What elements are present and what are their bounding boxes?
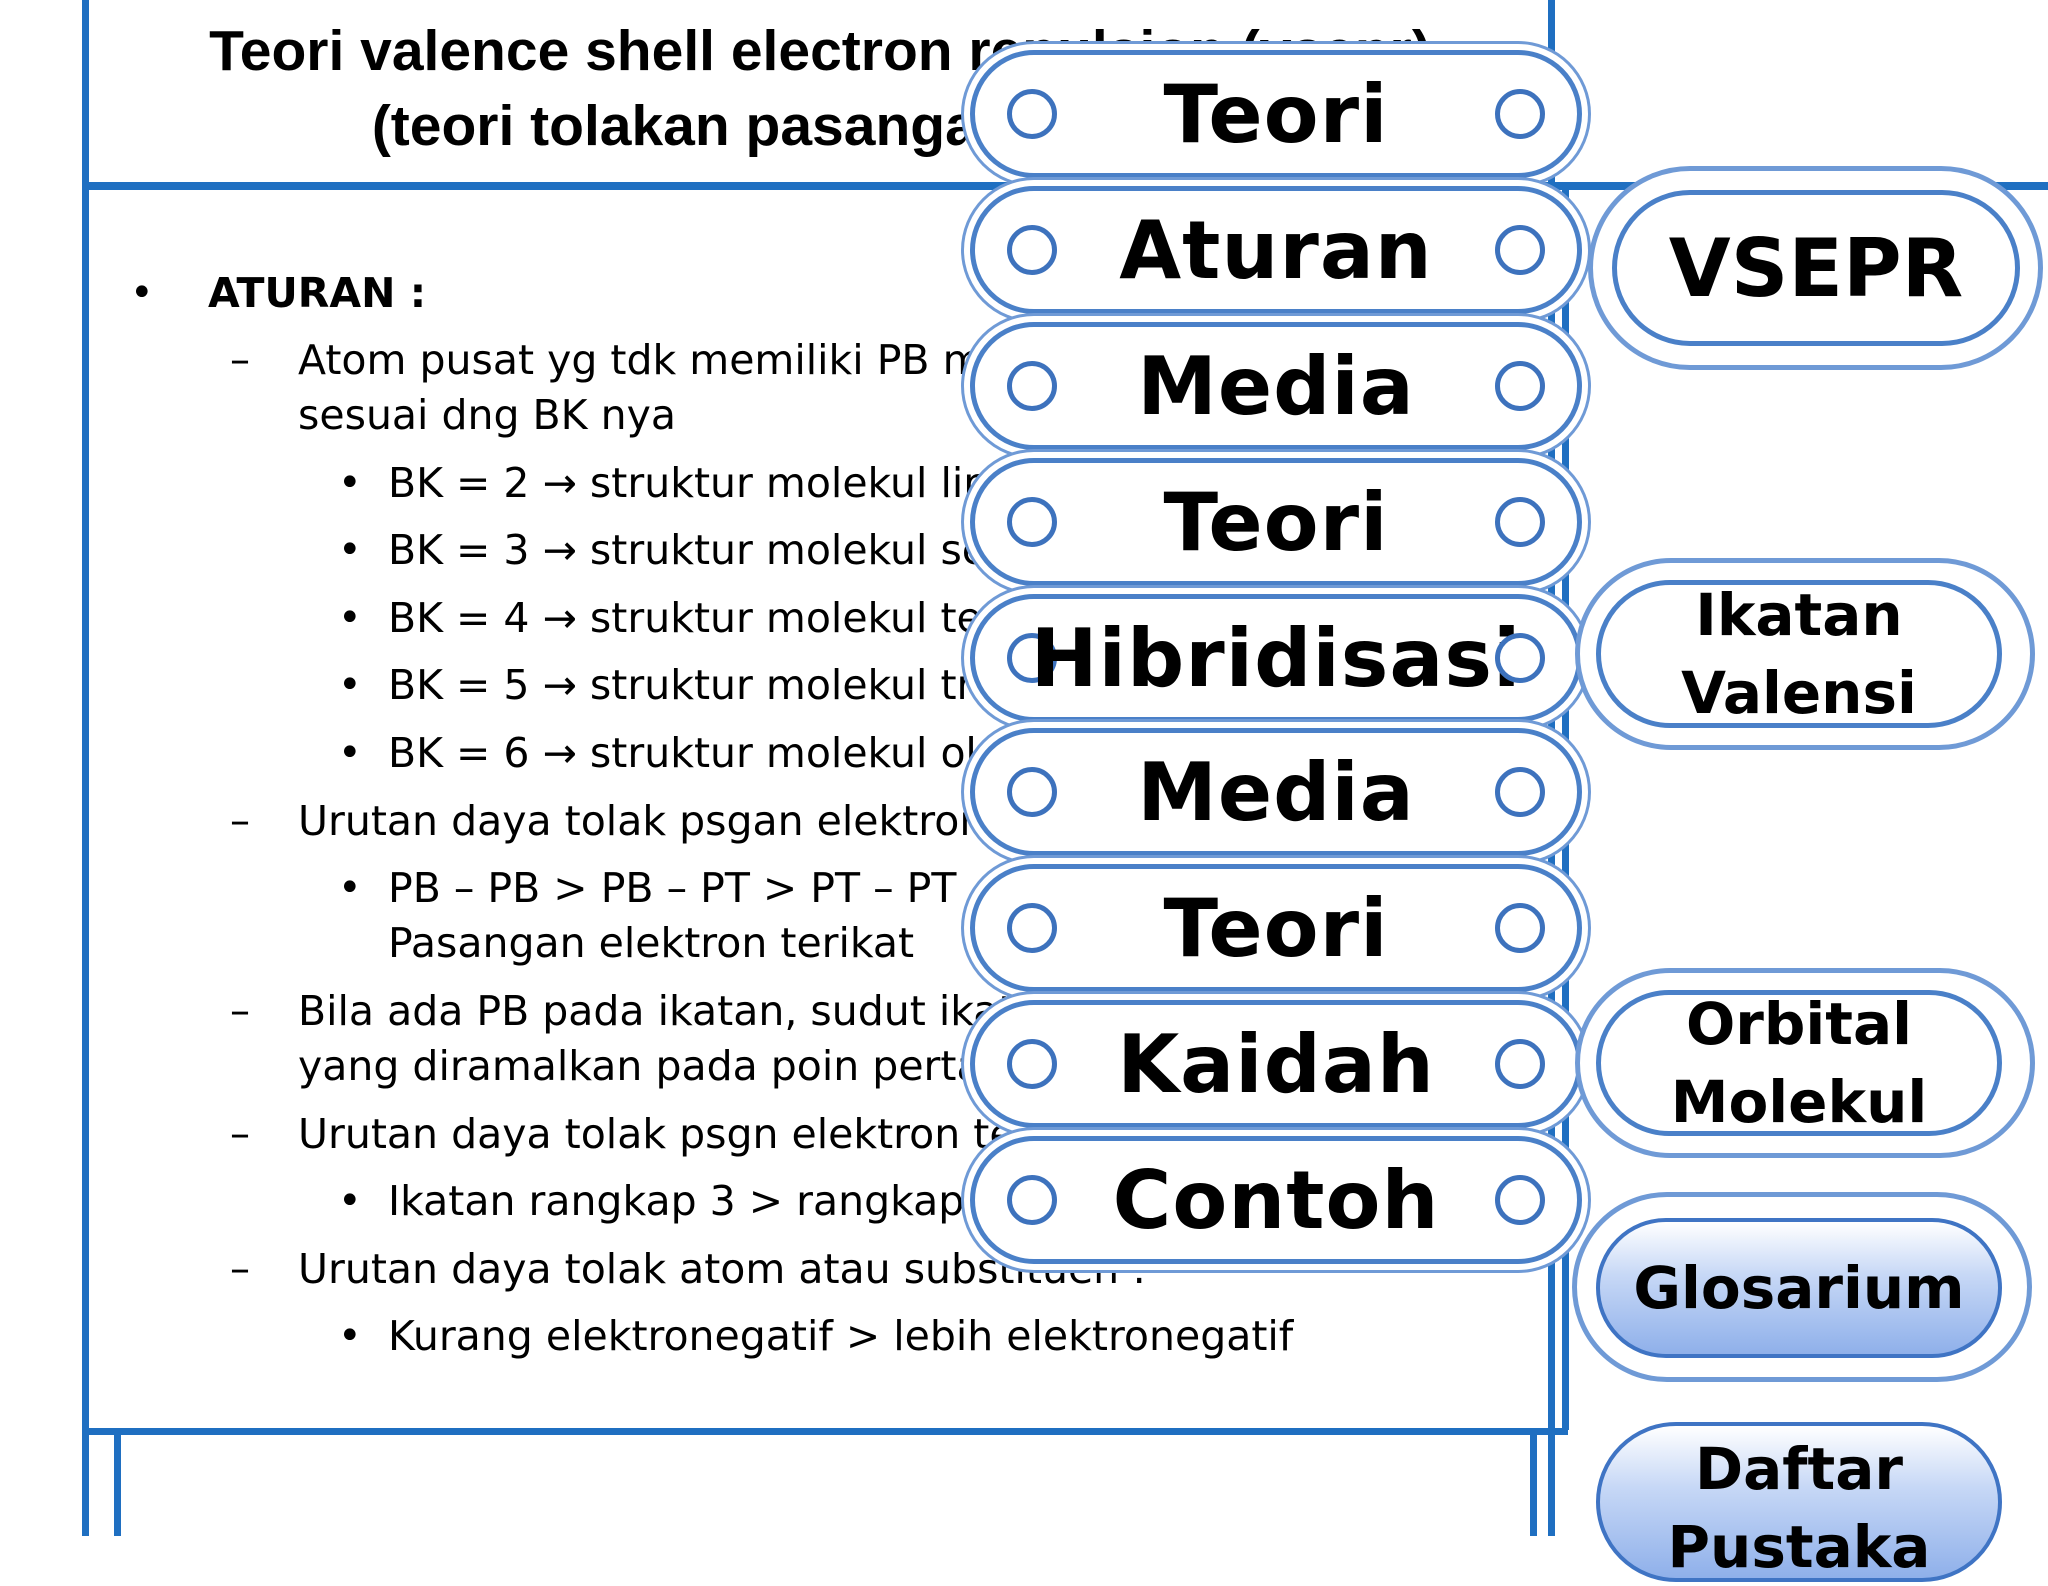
- rules-heading-colon: :: [409, 269, 427, 317]
- content-line: PB – PB > PB – PT > PT – PT: [388, 864, 957, 912]
- content-line: Ikatan rangkap 3 > rangkap 2: [388, 1177, 1004, 1225]
- ikatan-valensi-label-2: Valensi: [1681, 659, 1917, 727]
- nav-pill-label: Teori: [1163, 67, 1389, 161]
- ring-icon: [1495, 767, 1545, 817]
- nav-pill-teori-3[interactable]: Teori: [970, 864, 1582, 992]
- nav-pill-kaidah[interactable]: Kaidah: [970, 1000, 1582, 1128]
- content-line: Bila ada PB pada ikatan, sudut ikat: [298, 987, 1015, 1035]
- ring-icon: [1007, 1039, 1057, 1089]
- vsepr-label: VSEPR: [1668, 221, 1964, 315]
- dot-marker: •: [338, 595, 362, 641]
- nav-pill-contoh[interactable]: Contoh: [970, 1136, 1582, 1264]
- bullet-marker: •: [130, 270, 154, 316]
- ring-icon: [1495, 633, 1545, 683]
- rules-heading-text: ATURAN: [208, 269, 396, 317]
- content-line: BK = 4 → struktur molekul te: [388, 594, 982, 642]
- slide-frame-left: [82, 0, 89, 1536]
- ring-icon: [1007, 633, 1057, 683]
- dash-marker: –: [230, 337, 250, 383]
- daftar-pustaka-label-2: Pustaka: [1667, 1513, 1931, 1581]
- content-line: BK = 3 → struktur molekul se: [388, 526, 988, 574]
- ring-icon: [1495, 1175, 1545, 1225]
- ring-icon: [1007, 767, 1057, 817]
- dot-marker: •: [338, 527, 362, 573]
- dot-marker: •: [338, 730, 362, 776]
- nav-pill-media[interactable]: Media: [970, 322, 1582, 450]
- daftar-pustaka-button[interactable]: Daftar Pustaka: [1596, 1422, 2002, 1582]
- orbital-molekul-button[interactable]: Orbital Molekul: [1596, 990, 2002, 1136]
- content-line: BK = 5 → struktur molekul tr: [388, 661, 974, 709]
- content-line: sesuai dng BK nya: [298, 391, 676, 439]
- nav-pill-label: Contoh: [1112, 1153, 1440, 1247]
- nav-pill-label: Hibridisasi: [1030, 611, 1522, 705]
- ring-icon: [1495, 1039, 1545, 1089]
- nav-pill-label: Teori: [1163, 881, 1389, 975]
- nav-pill-hibridisasi[interactable]: Hibridisasi: [970, 594, 1582, 722]
- nav-pill-label: Aturan: [1119, 203, 1433, 297]
- ring-icon: [1007, 1175, 1057, 1225]
- dot-marker: •: [338, 662, 362, 708]
- content-line: Kurang elektronegatif > lebih elektroneg…: [388, 1312, 1294, 1360]
- content-line: Urutan daya tolak psgan elektron: [298, 797, 986, 845]
- nav-pill-media-2[interactable]: Media: [970, 728, 1582, 856]
- lower-frame-right: [1530, 1435, 1537, 1536]
- slide-content: • ATURAN : – Atom pusat yg tdk memiliki …: [130, 265, 1294, 1360]
- ikatan-valensi-button[interactable]: Ikatan Valensi: [1596, 580, 2002, 728]
- glosarium-button[interactable]: Glosarium: [1596, 1218, 2002, 1358]
- lower-frame-left: [114, 1435, 121, 1536]
- ring-icon: [1495, 903, 1545, 953]
- content-line: BK = 6 → struktur molekul ok: [388, 729, 990, 777]
- nav-pill-teori[interactable]: Teori: [970, 50, 1582, 178]
- orbital-molekul-label-1: Orbital: [1685, 990, 1913, 1058]
- vsepr-button[interactable]: VSEPR: [1612, 190, 2020, 346]
- dot-marker: •: [338, 1178, 362, 1224]
- content-line: Atom pusat yg tdk memiliki PB m: [298, 336, 983, 384]
- orbital-molekul-label-2: Molekul: [1670, 1068, 1928, 1136]
- dash-marker: –: [230, 798, 250, 844]
- dash-marker: –: [230, 1111, 250, 1157]
- ring-icon: [1495, 225, 1545, 275]
- content-line: BK = 2 → struktur molekul lir: [388, 459, 981, 507]
- ring-icon: [1007, 361, 1057, 411]
- nav-pill-label: Media: [1137, 339, 1415, 433]
- dot-marker: •: [338, 865, 362, 911]
- ring-icon: [1495, 361, 1545, 411]
- ring-icon: [1495, 497, 1545, 547]
- nav-pill-aturan[interactable]: Aturan: [970, 186, 1582, 314]
- daftar-pustaka-label-1: Daftar: [1695, 1435, 1903, 1503]
- ring-icon: [1007, 225, 1057, 275]
- glosarium-label: Glosarium: [1633, 1254, 1965, 1322]
- nav-pill-label: Media: [1137, 745, 1415, 839]
- rules-heading: ATURAN :: [208, 265, 426, 321]
- nav-pill-teori-2[interactable]: Teori: [970, 458, 1582, 586]
- ring-icon: [1495, 89, 1545, 139]
- ring-icon: [1007, 89, 1057, 139]
- nav-pill-label: Kaidah: [1117, 1017, 1435, 1111]
- dash-marker: –: [230, 988, 250, 1034]
- dot-marker: •: [338, 460, 362, 506]
- dot-marker: •: [338, 1313, 362, 1359]
- dash-marker: –: [230, 1246, 250, 1292]
- ikatan-valensi-label-1: Ikatan: [1695, 581, 1903, 649]
- ring-icon: [1007, 497, 1057, 547]
- nav-pill-label: Teori: [1163, 475, 1389, 569]
- ring-icon: [1007, 903, 1057, 953]
- content-line: Pasangan elektron terikat: [388, 919, 915, 967]
- content-divider-bottom: [82, 1428, 1568, 1435]
- content-line: yang diramalkan pada poin perta: [298, 1042, 982, 1090]
- content-line: Urutan daya tolak psgn elektron te: [298, 1110, 1015, 1158]
